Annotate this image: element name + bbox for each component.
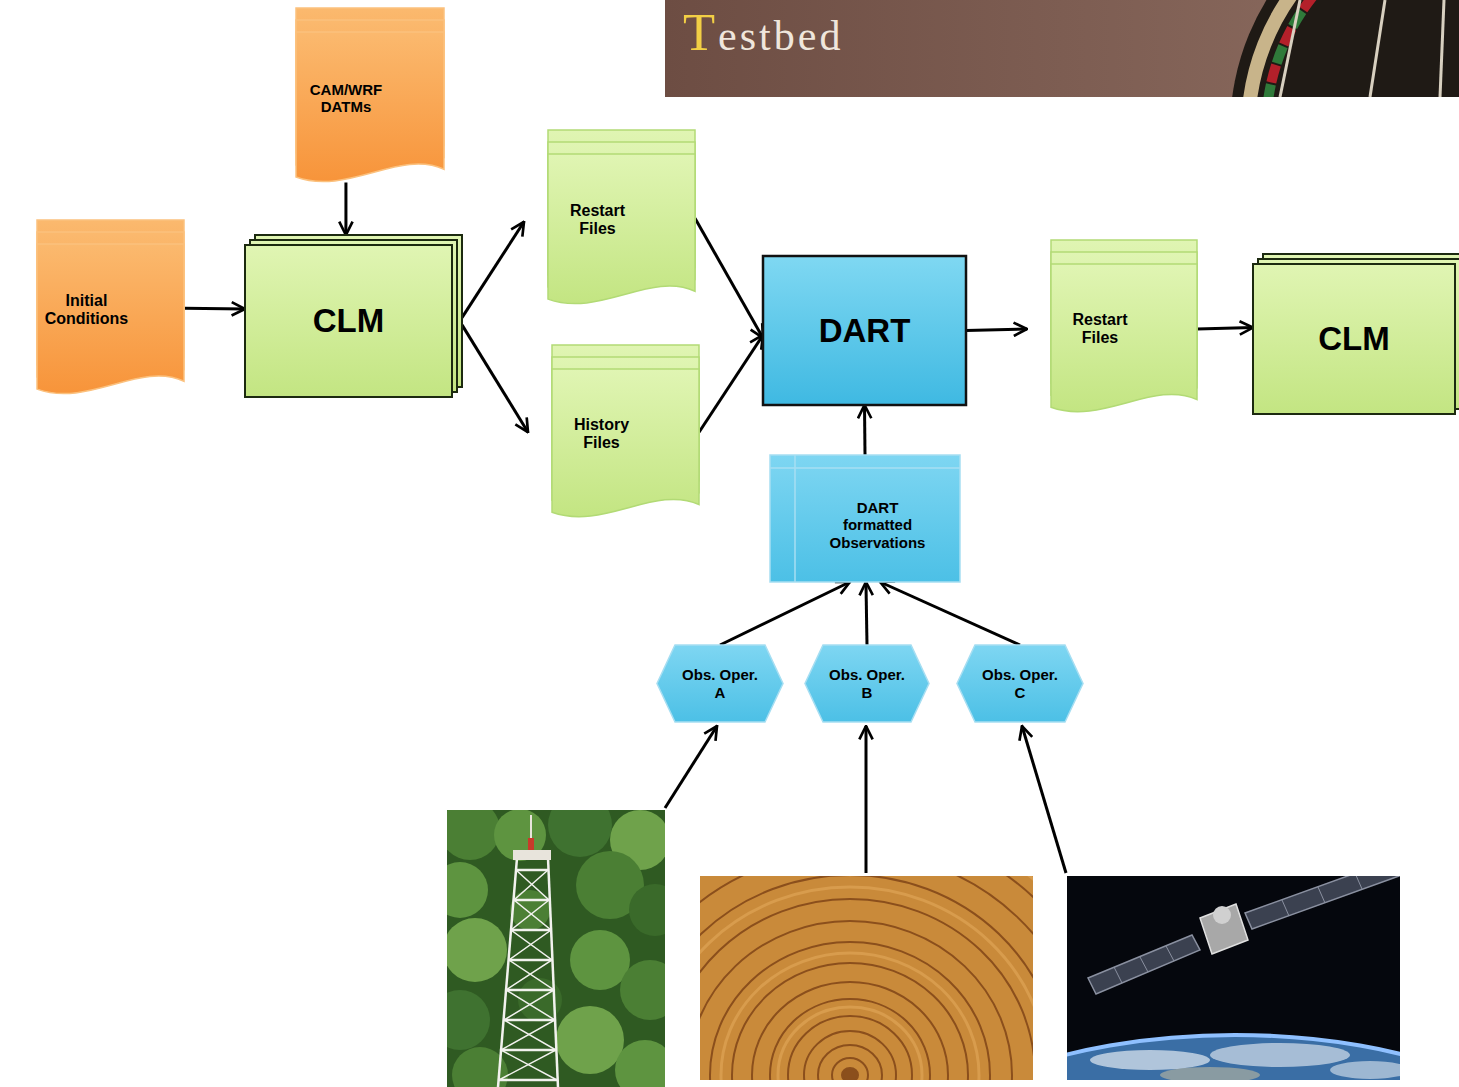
output-document: Restart Files xyxy=(524,130,695,310)
tree-rings-photo xyxy=(700,876,1033,1080)
banner-title: Testbed xyxy=(683,2,843,62)
flow-arrow xyxy=(1197,328,1253,329)
node-outline xyxy=(528,345,699,523)
text-area: DART xyxy=(763,256,966,405)
assimilation-box: DART xyxy=(763,256,966,405)
outline-path xyxy=(770,455,960,582)
outline-path xyxy=(770,455,960,582)
text-area: Restart Files xyxy=(524,154,671,287)
text-area: Restart Files xyxy=(1027,264,1173,395)
text-area: CLM xyxy=(245,245,452,397)
flux-tower-photo xyxy=(447,810,665,1087)
flow-arrow xyxy=(880,582,1020,645)
operator-hexagon: Obs. Oper. B xyxy=(805,645,929,722)
outline-path xyxy=(1051,264,1197,412)
node-label: CLM xyxy=(1318,320,1389,358)
node-label: DART xyxy=(819,312,911,350)
outline-path xyxy=(1253,264,1455,414)
node-label: Obs. Oper. B xyxy=(829,666,905,701)
outline-path xyxy=(552,369,699,517)
flow-arrow xyxy=(462,222,524,318)
flow-arrow xyxy=(695,218,763,338)
node-outline xyxy=(13,220,184,400)
node-label: Initial Conditions xyxy=(37,292,137,329)
node-outline xyxy=(1027,240,1197,418)
outline-path xyxy=(37,244,184,394)
banner xyxy=(665,0,1459,97)
flow-arrow xyxy=(866,582,867,645)
node-label: History Files xyxy=(562,416,642,453)
flow-arrow xyxy=(699,335,763,432)
node-label: Restart Files xyxy=(558,202,638,239)
outline-path xyxy=(548,154,695,304)
node-outline xyxy=(524,130,695,310)
node-label: CAM/WRF DATMs xyxy=(301,81,391,116)
node-label: Obs. Oper. A xyxy=(682,666,758,701)
model-box: CLM xyxy=(245,235,462,397)
flow-arrow xyxy=(184,307,245,311)
operator-hexagon: Obs. Oper. A xyxy=(657,645,783,722)
node-label: DART formatted Observations xyxy=(823,499,933,551)
flow-arrow xyxy=(863,405,867,455)
text-area: History Files xyxy=(528,369,675,500)
outline-path xyxy=(296,32,444,182)
outline-path xyxy=(957,645,1083,722)
output-document: Restart Files xyxy=(1027,240,1197,418)
node-label: Obs. Oper. C xyxy=(982,666,1058,701)
input-document: Initial Conditions xyxy=(13,220,184,400)
flow-arrow xyxy=(720,582,850,645)
flow-arrow xyxy=(344,183,347,235)
outline-path xyxy=(245,245,452,397)
flow-arrow xyxy=(966,329,1027,331)
text-area: DART formatted Observations xyxy=(795,468,960,582)
flow-arrow xyxy=(462,325,528,432)
model-box: CLM xyxy=(1253,254,1459,414)
text-area: CLM xyxy=(1253,264,1455,414)
photo-arrows xyxy=(665,726,1066,873)
node-label: Restart Files xyxy=(1060,311,1140,348)
operator-hexagon: Obs. Oper. C xyxy=(957,645,1083,722)
text-area: Obs. Oper. B xyxy=(805,645,929,722)
outline-path xyxy=(805,645,929,722)
output-document: History Files xyxy=(528,345,699,523)
observation-store: DART formatted Observations xyxy=(770,455,960,582)
text-area: Obs. Oper. C xyxy=(957,645,1083,722)
text-area: Obs. Oper. A xyxy=(657,645,783,722)
text-area: Initial Conditions xyxy=(13,244,160,377)
outline-path xyxy=(657,645,783,722)
input-document: CAM/WRF DATMs xyxy=(272,8,444,188)
node-label: CLM xyxy=(313,302,384,340)
outline-path xyxy=(763,256,966,405)
text-area: CAM/WRF DATMs xyxy=(272,32,420,165)
satellite-photo xyxy=(1067,876,1400,1080)
